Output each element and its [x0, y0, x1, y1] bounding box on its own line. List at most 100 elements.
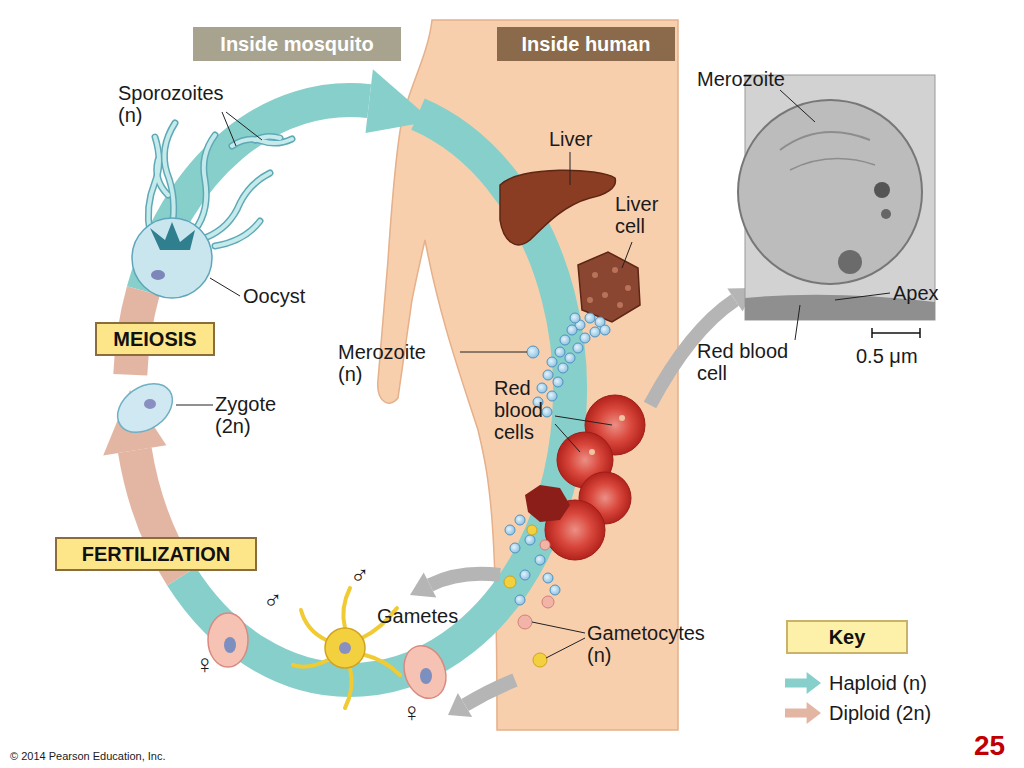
- liver-cell-part-part: [612, 267, 618, 273]
- gametes-part-part: [345, 668, 352, 708]
- scale-bar-part: [871, 328, 873, 338]
- sporozoite-outline-part: [215, 221, 260, 246]
- liver-cell-part-part: [602, 292, 608, 298]
- scale-bar: [872, 328, 920, 338]
- merozoites-part: [505, 525, 515, 535]
- red-blood-cells: [525, 395, 645, 560]
- scale-bar-part: [872, 332, 920, 334]
- node-label: Inside human: [522, 33, 651, 55]
- sporozoite-body-part: [195, 135, 215, 230]
- merozoites-part: [553, 377, 563, 387]
- merozoites-part: [527, 346, 539, 358]
- organ-label: Liver: [549, 128, 592, 150]
- oocyst-part: [151, 270, 165, 280]
- leader-lines-part: [222, 112, 236, 146]
- gray-arrow: [465, 680, 515, 705]
- cell-label: Liver cell: [615, 193, 675, 237]
- merozoites-part: [547, 391, 557, 401]
- leader-lines-part: [176, 405, 213, 406]
- leader-lines-part: [460, 352, 527, 353]
- merozoites-part: [543, 370, 553, 380]
- micrograph-label: Apex: [893, 282, 939, 304]
- sporozoite-outline-part: [164, 123, 175, 228]
- micrograph-part: [881, 209, 891, 219]
- merozoites-part: [515, 515, 525, 525]
- gametes-part-part: [365, 655, 400, 675]
- merozoites-part: [558, 363, 568, 373]
- sporozoite-body-part: [157, 160, 168, 195]
- micrograph-label: Red blood cell: [697, 340, 817, 384]
- sporozoite-body-part: [205, 173, 270, 238]
- gray-arrow: [430, 574, 500, 585]
- merozoites-part: [573, 343, 583, 353]
- merozoites-part: [547, 357, 557, 367]
- stage-label: Gametes: [377, 605, 458, 627]
- gametes-part: [224, 637, 236, 653]
- red-blood-cells-part: [619, 415, 625, 421]
- node-label: Key: [829, 626, 866, 648]
- sporozoite-body-part: [215, 221, 260, 246]
- scale-label: 0.5 μm: [856, 345, 918, 367]
- sporozoite-outline-part: [232, 139, 292, 146]
- life-cycle-ring: [103, 69, 570, 680]
- cell-label: Red blood cells: [494, 377, 564, 443]
- process-box: MEIOSIS: [95, 322, 215, 356]
- micrograph-part: [874, 182, 890, 198]
- legend-title-box: Key: [786, 620, 908, 654]
- red-blood-cells-part: [525, 485, 570, 522]
- leader-lines-part: [795, 305, 800, 340]
- merozoites-part: [600, 325, 610, 335]
- leader-lines-part: [546, 638, 585, 658]
- scale-bar-part: [919, 328, 921, 338]
- leader-lines-part: [780, 90, 815, 122]
- merozoites-part: [515, 595, 525, 605]
- merozoites-part: [565, 353, 575, 363]
- page-number: 25: [974, 730, 1005, 762]
- leader-lines-part: [555, 416, 612, 425]
- gametocytes-part: [518, 615, 532, 629]
- stage-label: Oocyst: [243, 285, 305, 307]
- leader-lines-part: [226, 112, 262, 140]
- merozoites-part: [585, 313, 595, 323]
- sporozoite-body-part: [164, 123, 175, 228]
- stage-label: Sporozoites (n): [118, 82, 243, 126]
- leader-lines-part: [622, 242, 632, 268]
- merozoites-part: [555, 347, 565, 357]
- sex-symbol: ♀: [195, 650, 215, 678]
- gametes-part-part: [301, 610, 326, 640]
- leader-lines-part: [210, 278, 240, 296]
- sex-symbol: ♂: [263, 586, 283, 614]
- zygote: [108, 374, 181, 443]
- merozoites-part: [525, 535, 535, 545]
- zygote-part: [108, 374, 181, 443]
- liver-cell-part: [578, 252, 640, 322]
- region-header: Inside mosquito: [193, 27, 401, 61]
- merozoites-part: [550, 585, 560, 595]
- legend-label: Diploid (2n): [829, 702, 931, 724]
- sporozoite-body-part: [148, 137, 159, 232]
- gametocytes-part: [504, 576, 516, 588]
- leader-lines-part: [532, 622, 585, 633]
- micrograph-part: [838, 250, 862, 274]
- gametes-part-part: [343, 588, 350, 628]
- liver-cell-part-part: [625, 285, 631, 291]
- merozoites-part: [567, 325, 577, 335]
- micrograph-part: [738, 100, 922, 284]
- node-label: Inside mosquito: [220, 33, 373, 55]
- gametes-part: [339, 642, 351, 654]
- sex-symbol: ♀: [402, 698, 422, 726]
- merozoites-part: [543, 573, 553, 583]
- micrograph-label: Merozoite: [697, 68, 785, 90]
- gametes-part-part: [293, 660, 328, 667]
- gametes-part: [325, 628, 365, 668]
- stage-label: Gametocytes (n): [587, 622, 717, 666]
- gametocytes-part: [542, 596, 554, 608]
- liver-cell-part-part: [617, 302, 623, 308]
- gametes-part: [420, 668, 432, 684]
- leader-lines-part: [835, 293, 890, 300]
- leader-lines-part: [555, 424, 580, 452]
- process-box: FERTILIZATION: [55, 537, 257, 571]
- region-header: Inside human: [497, 27, 675, 61]
- liver-cell-part: [587, 267, 631, 308]
